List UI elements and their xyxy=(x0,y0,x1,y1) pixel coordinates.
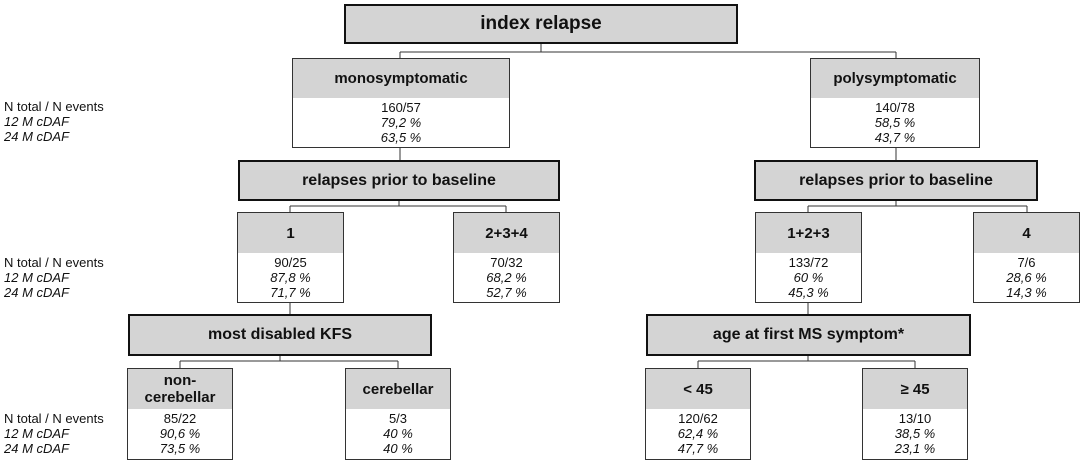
node-24m-value: 71,7 % xyxy=(270,285,311,300)
node-relapses-2-3-4: 2+3+4 70/32 68,2 % 52,7 % xyxy=(453,212,560,303)
node-24m-value: 45,3 % xyxy=(788,285,829,300)
node-n-value: 90/25 xyxy=(274,255,307,270)
node-24m-value: 52,7 % xyxy=(486,285,527,300)
node-24m-value: 73,5 % xyxy=(159,441,201,456)
cdaf-12m-label: 12 M cDAF xyxy=(4,426,70,441)
node-relapses-1-2-3: 1+2+3 133/72 60 % 45,3 % xyxy=(755,212,862,303)
n-total-label: N total / N events xyxy=(4,255,104,270)
node-n-value: 140/78 xyxy=(875,100,915,115)
split-most-disabled-kfs: most disabled KFS xyxy=(128,314,432,356)
node-n-value: 133/72 xyxy=(788,255,829,270)
node-relapses-1: 1 90/25 87,8 % 71,7 % xyxy=(237,212,344,303)
node-12m-value: 40 % xyxy=(383,426,413,441)
node-12m-value: 60 % xyxy=(793,270,824,285)
node-n-value: 120/62 xyxy=(678,411,718,426)
node-polysymptomatic: polysymptomatic 140/78 58,5 % 43,7 % xyxy=(810,58,980,148)
row-labels-level3: N total / N events 12 M cDAF 24 M cDAF xyxy=(4,411,104,456)
node-24m-value: 23,1 % xyxy=(894,441,936,456)
node-12m-value: 90,6 % xyxy=(159,426,201,441)
split-relapses-right: relapses prior to baseline xyxy=(754,160,1038,201)
split-age-first-symptom: age at first MS symptom* xyxy=(646,314,971,356)
node-label: monosymptomatic xyxy=(293,59,509,98)
row-labels-level2: N total / N events 12 M cDAF 24 M cDAF xyxy=(4,255,104,300)
node-24m-value: 43,7 % xyxy=(874,130,916,145)
node-label: 1+2+3 xyxy=(756,213,861,253)
node-cerebellar: cerebellar 5/3 40 % 40 % xyxy=(345,368,451,460)
node-label: 1 xyxy=(238,213,343,253)
node-24m-value: 40 % xyxy=(383,441,413,456)
cdaf-24m-label: 24 M cDAF xyxy=(4,129,70,144)
node-age-45-or-above: ≥ 45 13/10 38,5 % 23,1 % xyxy=(862,368,968,460)
node-24m-value: 63,5 % xyxy=(380,130,422,145)
node-12m-value: 58,5 % xyxy=(874,115,916,130)
node-12m-value: 28,6 % xyxy=(1006,270,1047,285)
n-total-label: N total / N events xyxy=(4,411,104,426)
node-non-cerebellar: non- cerebellar 85/22 90,6 % 73,5 % xyxy=(127,368,233,460)
cdaf-12m-label: 12 M cDAF xyxy=(4,114,70,129)
node-n-value: 85/22 xyxy=(163,411,197,426)
node-age-below-45: < 45 120/62 62,4 % 47,7 % xyxy=(645,368,751,460)
node-monosymptomatic: monosymptomatic 160/57 79,2 % 63,5 % xyxy=(292,58,510,148)
node-label: 4 xyxy=(974,213,1079,253)
n-total-label: N total / N events xyxy=(4,99,104,114)
split-relapses-left: relapses prior to baseline xyxy=(238,160,560,201)
node-label: non- cerebellar xyxy=(128,369,232,409)
node-n-value: 7/6 xyxy=(1017,255,1036,270)
node-label: polysymptomatic xyxy=(811,59,979,98)
node-relapses-4: 4 7/6 28,6 % 14,3 % xyxy=(973,212,1080,303)
node-12m-value: 87,8 % xyxy=(270,270,311,285)
row-labels-level1: N total / N events 12 M cDAF 24 M cDAF xyxy=(4,99,104,144)
node-label: ≥ 45 xyxy=(863,369,967,409)
node-12m-value: 68,2 % xyxy=(486,270,527,285)
cdaf-12m-label: 12 M cDAF xyxy=(4,270,70,285)
split-index-relapse: index relapse xyxy=(344,4,738,44)
node-24m-value: 14,3 % xyxy=(1006,285,1047,300)
node-label: 2+3+4 xyxy=(454,213,559,253)
node-n-value: 70/32 xyxy=(490,255,523,270)
cdaf-24m-label: 24 M cDAF xyxy=(4,285,70,300)
node-12m-value: 79,2 % xyxy=(380,115,422,130)
node-n-value: 5/3 xyxy=(388,411,408,426)
node-label: < 45 xyxy=(646,369,750,409)
node-12m-value: 38,5 % xyxy=(894,426,936,441)
node-label: cerebellar xyxy=(346,369,450,409)
node-n-value: 160/57 xyxy=(381,100,421,115)
node-24m-value: 47,7 % xyxy=(677,441,719,456)
node-12m-value: 62,4 % xyxy=(677,426,719,441)
node-n-value: 13/10 xyxy=(898,411,932,426)
cdaf-24m-label: 24 M cDAF xyxy=(4,441,70,456)
